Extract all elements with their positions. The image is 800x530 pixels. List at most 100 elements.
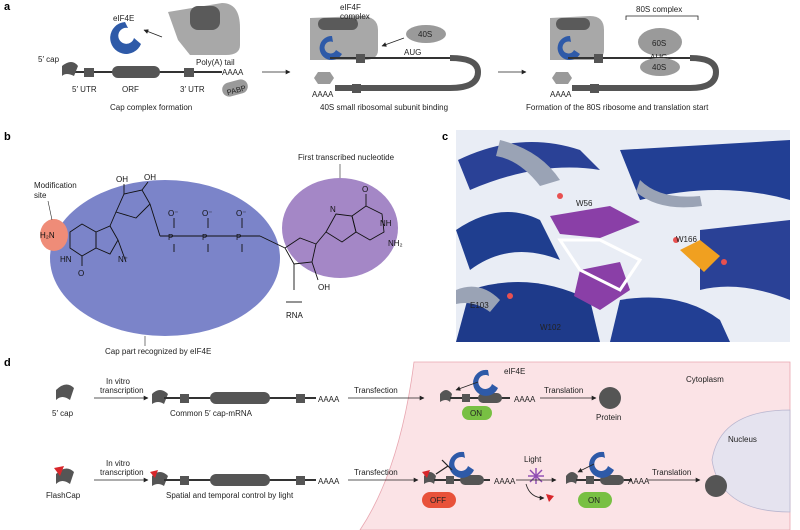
- cell-nucleus: [711, 409, 791, 513]
- mrna-orf-cell-2: [460, 475, 484, 485]
- rna-label: RNA: [286, 311, 304, 320]
- first-nucleotide-label: First transcribed nucleotide: [298, 153, 395, 162]
- eif4f-dark-bar-3: [556, 18, 590, 30]
- eif4f-label-2: complex: [340, 12, 370, 21]
- eif4e-arrow-d1: [455, 381, 479, 391]
- pabp-hex-2: [314, 72, 334, 84]
- panel-c-label: c: [442, 131, 448, 143]
- row-standard-cap: 5′ cap In vitro transcription AAAA Commo…: [52, 367, 621, 422]
- orf-label: ORF: [122, 85, 139, 94]
- aug-label-3: AUG: [650, 53, 667, 62]
- ribose-ring-2: [284, 237, 317, 265]
- aaaa-label-2: AAAA: [312, 90, 334, 99]
- p3-label: P: [236, 233, 241, 242]
- c5-bond: [149, 203, 161, 237]
- released-group-arrow: [525, 483, 545, 501]
- mrna-loop-2: [335, 55, 482, 91]
- mrna-box-d1a: [180, 394, 189, 403]
- binding-blocked-bar: [435, 465, 449, 475]
- eif4g-dark-cylinder: [190, 6, 220, 30]
- ribosome-40s: [406, 25, 446, 43]
- protein-icon-2: [705, 475, 727, 497]
- mrna-loop-3: [572, 55, 720, 91]
- eif4e-label: eIF4E: [113, 14, 134, 23]
- stage-cap-complex: eIF4E 5′ cap Poly(A) tail AAAA 5′ UTR OR…: [38, 3, 248, 112]
- structure-lines: [69, 181, 385, 303]
- aug-box-3: [594, 54, 603, 63]
- on-label-2: ON: [588, 496, 600, 505]
- loop-grey-1: [496, 140, 560, 186]
- caged-cap-group: [422, 470, 430, 478]
- eif4f-label-1: eIF4F: [340, 3, 361, 12]
- cap-part-label: Cap part recognized by eIF4E: [105, 347, 211, 356]
- aaaa-label-3: AAAA: [550, 90, 572, 99]
- o-minus-1: O⁻: [168, 209, 178, 218]
- transfection-label-2: Transfection: [354, 468, 398, 477]
- mrna-box-cell-1a: [462, 394, 470, 402]
- in-vitro-label-2a: In vitro: [106, 459, 131, 468]
- panel-b: b Modification site First transcribed nu…: [4, 131, 403, 356]
- oh-label-2: OH: [144, 173, 156, 182]
- utr5-box: [84, 68, 94, 77]
- loop-grey-3: [636, 180, 702, 208]
- o-minus-2: O⁻: [202, 209, 212, 218]
- five-cap-label: 5′ cap: [38, 55, 60, 64]
- h2n-label: H₂N: [40, 231, 55, 240]
- eif4e-icon-d1: [473, 369, 498, 396]
- caption-80s: Formation of the 80S ribosome and transl…: [526, 103, 709, 112]
- n-plus-label: N⁺: [118, 255, 128, 264]
- ribose-link: [109, 211, 117, 227]
- eif4e-icon-3: [557, 35, 580, 60]
- triphosphate-link: [259, 235, 286, 249]
- loop-grey-2: [456, 286, 500, 312]
- m7g-imidazole-ring: [95, 225, 119, 255]
- g-nh-label: NH: [380, 219, 392, 228]
- ribosome-40s-label-3: 40S: [652, 63, 666, 72]
- in-vitro-label-2b: transcription: [100, 468, 144, 477]
- ribbon-4: [700, 220, 790, 300]
- g-n-label: N: [330, 205, 336, 214]
- oh-label-3: OH: [318, 283, 330, 292]
- mrna-orf-d2: [210, 474, 270, 486]
- g-o-label: O: [362, 185, 368, 194]
- e103-label: E103: [470, 301, 489, 310]
- cap-ellipse: [50, 180, 280, 336]
- nh2-label: NH₂: [388, 239, 403, 248]
- oxygen-2: [673, 237, 679, 243]
- mrna-flashcap-group: [150, 470, 158, 478]
- protein-ribbons: [456, 140, 790, 342]
- ribosome-60s-label: 60S: [652, 39, 666, 48]
- eif4e-arrow-d3: [577, 463, 595, 473]
- common-mrna-label: Common 5′ cap-mRNA: [170, 409, 253, 418]
- modification-leader: [47, 200, 53, 221]
- aaaa-label-1: AAAA: [222, 68, 244, 77]
- aaaa-label-d2: AAAA: [514, 395, 536, 404]
- flashcap-group: [54, 466, 64, 476]
- 80s-bracket: [625, 15, 699, 20]
- stop-box-3: [590, 84, 599, 93]
- ribbon-3: [620, 140, 790, 200]
- eif4e-icon-d2: [449, 451, 474, 478]
- aaaa-label-d1: AAAA: [318, 395, 340, 404]
- mrna-cap-cell-1: [440, 390, 452, 402]
- ligand: [507, 193, 727, 310]
- w166-label: W166: [676, 235, 697, 244]
- aaaa-label-d3: AAAA: [318, 477, 340, 486]
- m7g-o-label: O: [78, 269, 84, 278]
- on-badge-1: [462, 406, 492, 420]
- mrna-box-d2b: [296, 476, 305, 485]
- polya-tail-label: Poly(A) tail: [196, 58, 235, 67]
- mrna-box-cell-3a: [586, 476, 594, 484]
- eif4e-icon-2: [319, 35, 342, 60]
- translation-label-2: Translation: [652, 468, 691, 477]
- mrna-box-d2a: [180, 476, 189, 485]
- protein-label: Protein: [596, 413, 621, 422]
- ribosome-40s-3: [640, 58, 680, 76]
- ribbon-6: [610, 297, 730, 342]
- flashcap-label: FlashCap: [46, 491, 81, 500]
- o-minus-3: O⁻: [236, 209, 246, 218]
- p1-label: P: [168, 233, 173, 242]
- pabp-shape: [222, 79, 248, 97]
- panel-a-label: a: [4, 1, 11, 13]
